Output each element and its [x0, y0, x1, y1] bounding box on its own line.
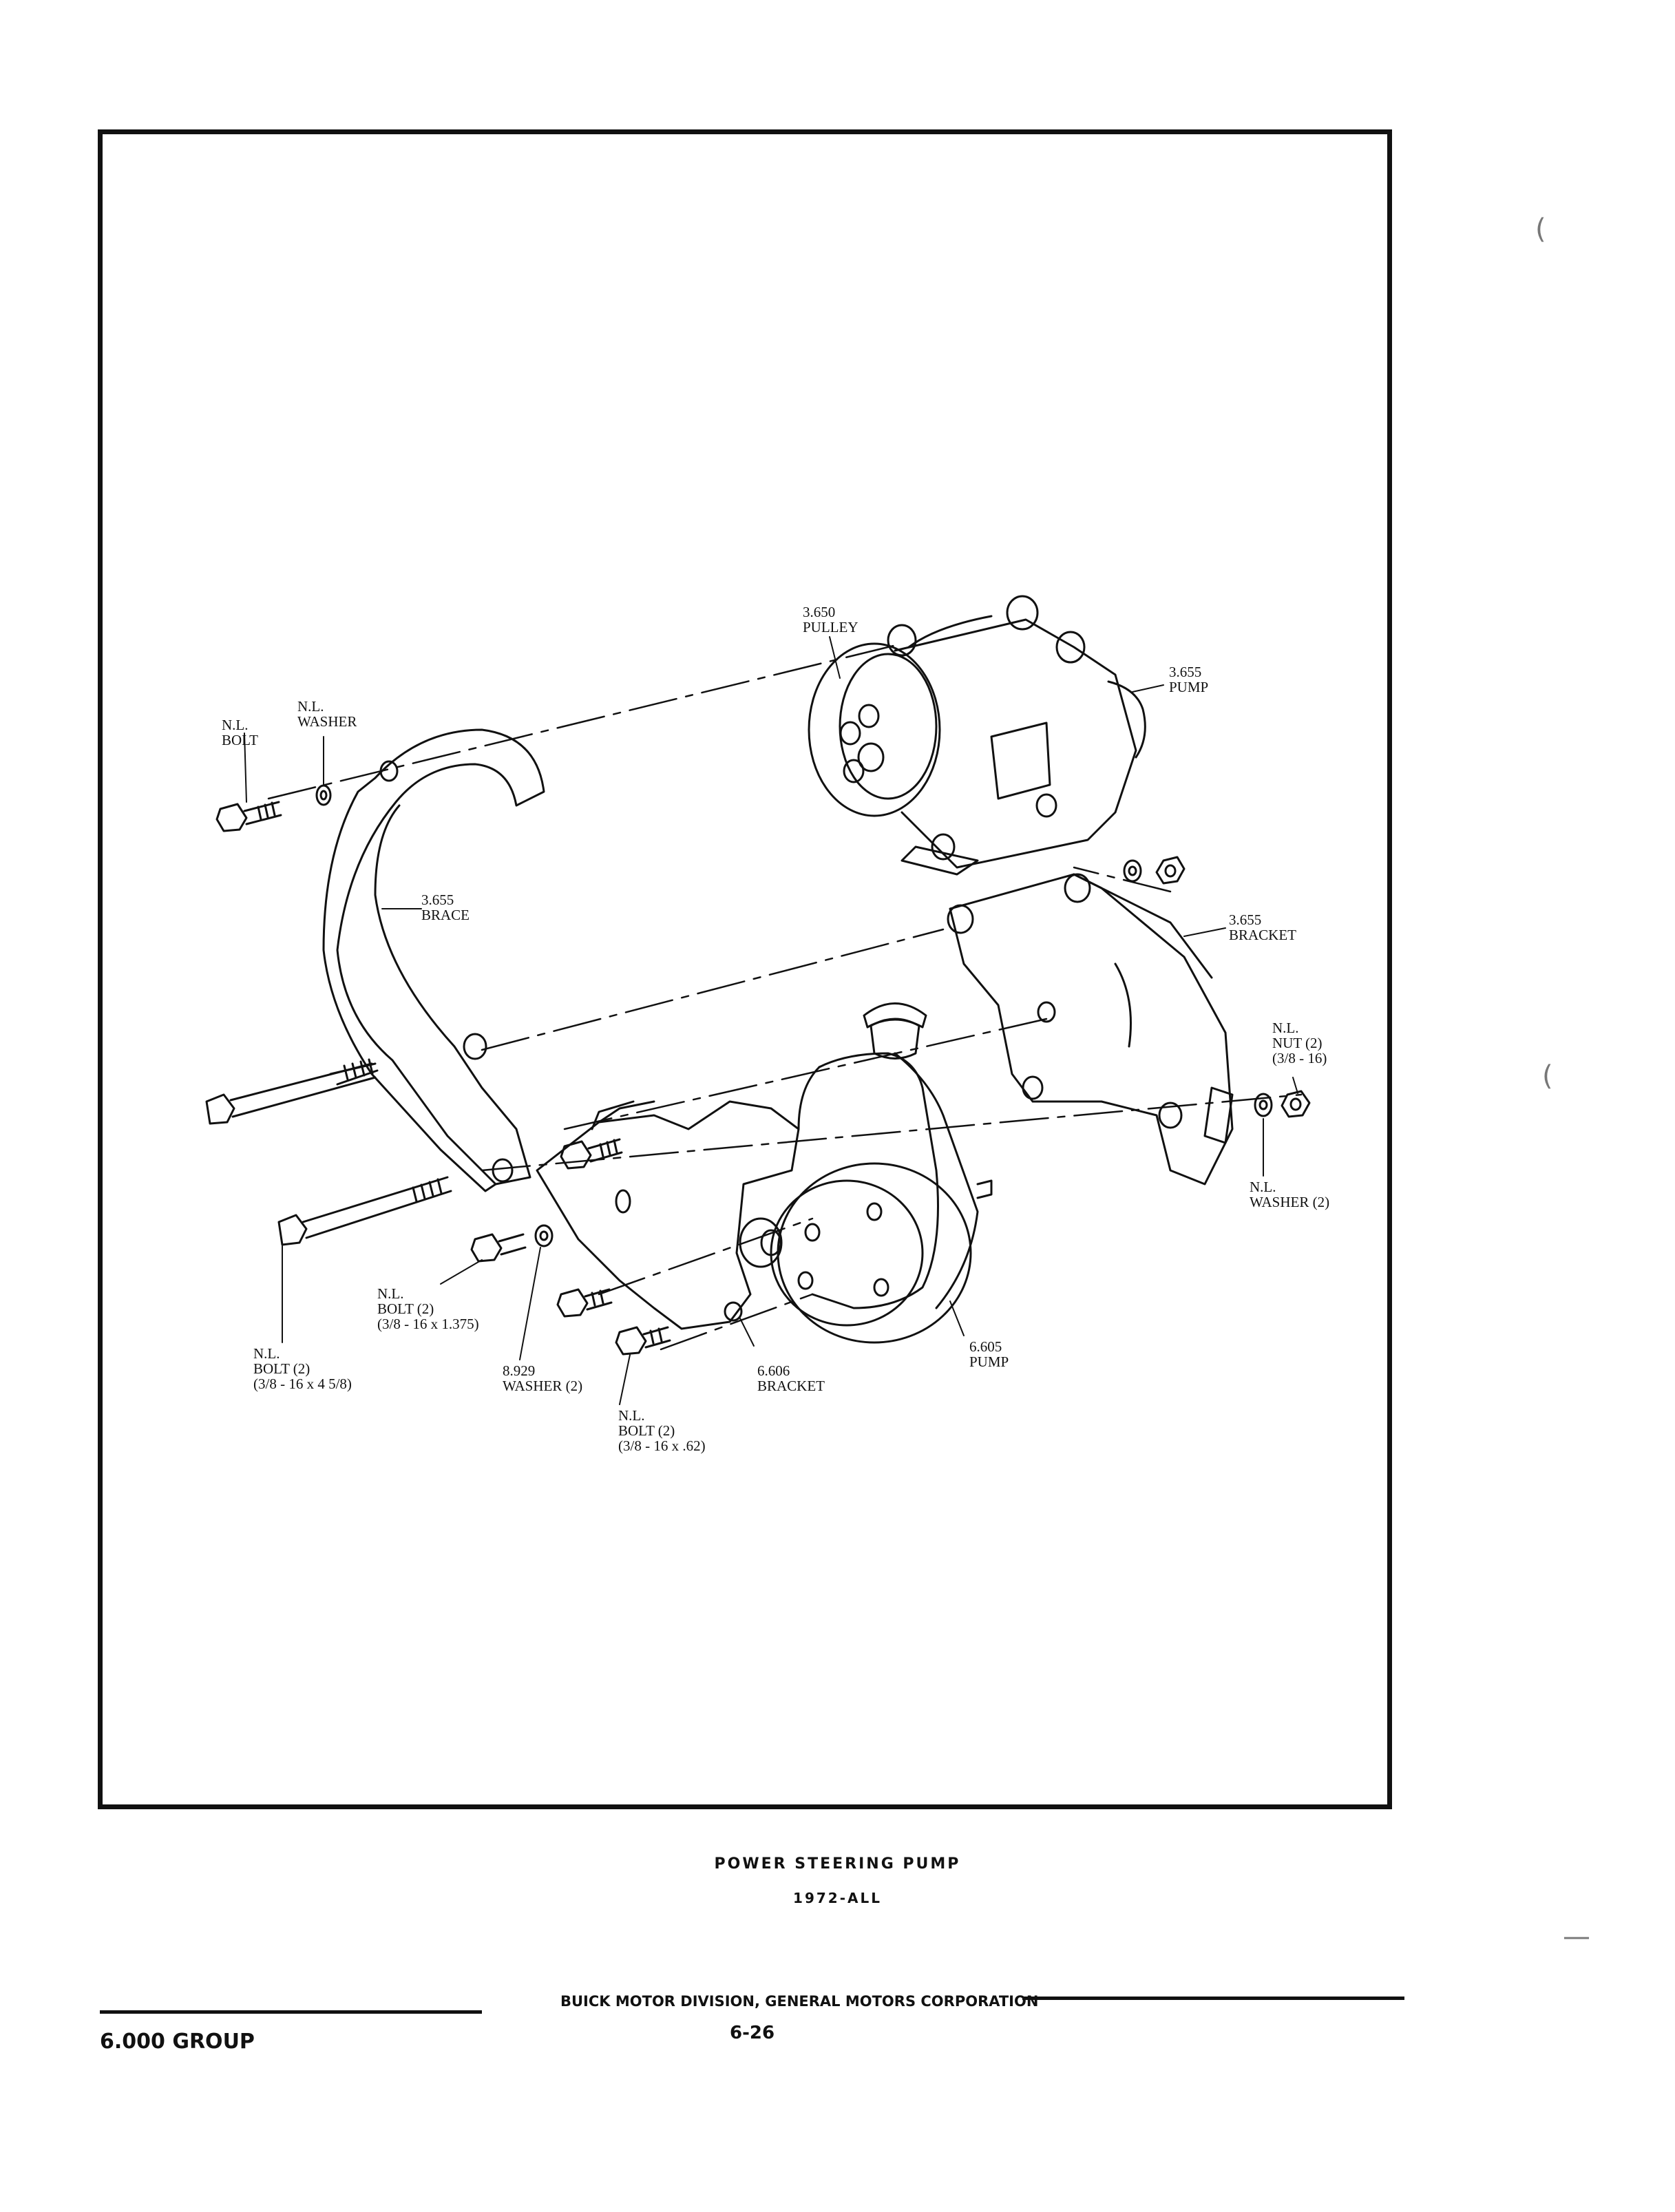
- callout-bracket-6606: 6.606 BRACKET: [757, 1362, 825, 1394]
- pump-6605-part: [739, 1002, 993, 1344]
- assembly-centerlines: [267, 642, 1303, 1351]
- small-bolt-upper: [560, 1138, 623, 1170]
- brace-part: [322, 728, 545, 1192]
- figure-frame: [98, 129, 1392, 1809]
- footer-division: BUICK MOTOR DIVISION, GENERAL MOTORS COR…: [560, 1993, 1039, 2010]
- top-washer-nut: [1123, 856, 1186, 885]
- callout-bracket-3655: 3.655 BRACKET: [1229, 912, 1297, 943]
- top-bolt-washer: [215, 784, 332, 832]
- small-bolt-lower: [556, 1288, 613, 1318]
- callout-nl-bolt-mid: N.L. BOLT (2) (3/8 - 16 x 1.375): [377, 1285, 479, 1332]
- callout-brace: 3.655 BRACE: [421, 892, 470, 923]
- margin-punch-mark: (: [1542, 1060, 1553, 1092]
- callout-nl-bolt-top: N.L. BOLT: [222, 717, 258, 748]
- bracket-3655-part: [947, 873, 1234, 1186]
- footer-rule-right: [1022, 1997, 1404, 2000]
- callout-nl-washer-right: N.L. WASHER (2): [1250, 1179, 1330, 1210]
- bracket-6606-part: [536, 1100, 800, 1330]
- right-nut-washer: [1254, 1090, 1311, 1118]
- small-bolt-bottom: [615, 1326, 671, 1356]
- small-bolt-mid: [470, 1224, 554, 1263]
- callout-nl-bolt-short: N.L. BOLT (2) (3/8 - 16 x .62): [618, 1407, 706, 1454]
- callout-pulley: 3.650 PULLEY: [803, 604, 858, 635]
- footer-group: 6.000 GROUP: [100, 2030, 255, 2054]
- callout-nl-bolt-long: N.L. BOLT (2) (3/8 - 16 x 4 5/8): [253, 1345, 352, 1392]
- figure-caption-subtitle: 1972-ALL: [793, 1890, 882, 1906]
- long-bolt-lower: [277, 1176, 452, 1246]
- pulley-pump-assembly: [808, 595, 1146, 876]
- callout-washer-8929: 8.929 WASHER (2): [503, 1362, 583, 1394]
- callout-pump-6605: 6.605 PUMP: [969, 1338, 1009, 1370]
- callout-nl-nut: N.L. NUT (2) (3/8 - 16): [1272, 1020, 1327, 1066]
- leader-lines: [244, 636, 1298, 1405]
- callout-pump-3655: 3.655 PUMP: [1169, 664, 1209, 695]
- margin-punch-mark: (: [1535, 213, 1546, 245]
- footer-page-number: 6-26: [730, 2023, 775, 2043]
- figure-caption-title: POWER STEERING PUMP: [714, 1855, 961, 1873]
- footer-rule-left: [100, 2010, 482, 2014]
- margin-punch-mark: —: [1563, 1921, 1590, 1952]
- callout-nl-washer-top: N.L. WASHER: [297, 698, 357, 730]
- long-bolt-upper: [205, 1058, 379, 1125]
